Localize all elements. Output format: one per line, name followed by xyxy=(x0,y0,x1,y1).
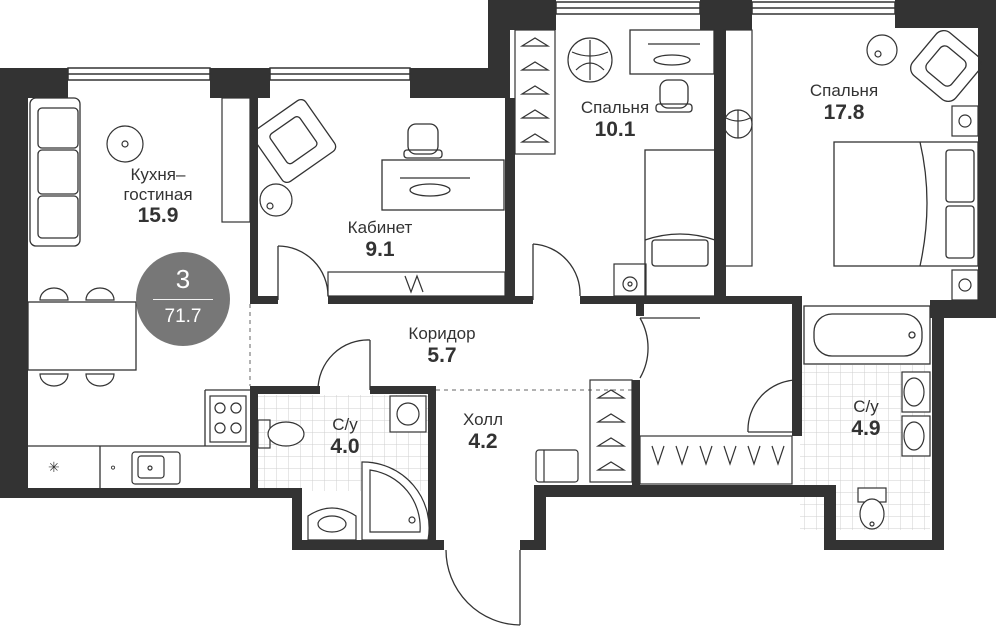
lamp-icon xyxy=(259,183,293,217)
sink-icon xyxy=(307,507,357,541)
bench-icon xyxy=(535,449,579,483)
office-chair-icon xyxy=(655,79,693,113)
desk-icon xyxy=(381,159,505,211)
bathtub-icon xyxy=(803,305,931,365)
drop-icon: ⚬ xyxy=(108,461,118,475)
room-name: Кабинет xyxy=(347,218,413,237)
sink-icon xyxy=(389,395,427,433)
nightstand xyxy=(951,105,979,301)
bed-icon xyxy=(833,141,979,267)
zone-dashes xyxy=(249,304,632,391)
closet-hangers xyxy=(514,29,556,155)
room-area: 5.7 xyxy=(427,343,457,367)
fridge-icon: ✳ xyxy=(48,460,60,476)
door-swings xyxy=(277,243,797,626)
apartment-summary-badge: 3 71.7 xyxy=(136,252,230,346)
room-bathroom-left-label: С/у 4.0 xyxy=(305,415,385,459)
kitchen-counter xyxy=(28,389,250,488)
room-name: Спальня xyxy=(580,98,650,117)
armchair-icon xyxy=(251,98,337,184)
room-hall-label: Холл 4.2 xyxy=(443,410,523,454)
room-bedroom-large-label: Спальня 17.8 xyxy=(794,81,894,125)
sofa-icon xyxy=(29,97,81,247)
plant-icon xyxy=(723,109,753,139)
room-area: 4.9 xyxy=(851,416,881,440)
closet-hangers xyxy=(589,379,633,483)
lamp-icon xyxy=(106,125,144,163)
room-count: 3 xyxy=(175,264,191,294)
room-bedroom-small-label: Спальня 10.1 xyxy=(565,98,665,142)
desk-icon xyxy=(629,29,715,75)
armchair-icon xyxy=(909,29,983,103)
room-area: 10.1 xyxy=(594,117,636,141)
room-area: 17.8 xyxy=(823,100,865,124)
interior-walls xyxy=(250,28,802,542)
room-area: 15.9 xyxy=(137,204,179,228)
hanger-rail xyxy=(639,435,793,485)
sink-icon xyxy=(131,451,181,485)
room-name: Коридор xyxy=(408,324,476,343)
lamp-icon xyxy=(866,34,898,66)
room-name: Кухня– xyxy=(130,165,186,184)
dining-chair-icon xyxy=(39,287,115,387)
dining-table-icon xyxy=(27,301,137,371)
washing-machine-icon xyxy=(613,263,647,297)
closet-shelf xyxy=(723,29,753,267)
plant-icon xyxy=(567,37,613,83)
exterior-walls xyxy=(0,0,996,550)
room-name: гостиная xyxy=(123,184,193,204)
room-area: 4.0 xyxy=(330,434,360,458)
badge-divider xyxy=(153,299,213,300)
room-name: С/у xyxy=(332,415,358,434)
sink-icon xyxy=(901,371,931,457)
toilet-icon xyxy=(257,419,305,449)
windows xyxy=(67,1,896,81)
room-corridor-label: Коридор 5.7 xyxy=(392,324,492,368)
total-area: 71.7 xyxy=(164,306,202,327)
room-bathroom-right-label: С/у 4.9 xyxy=(826,397,906,441)
room-kitchen-label: Кухня– гостиная 15.9 xyxy=(108,165,208,228)
toilet-icon xyxy=(857,487,887,530)
room-name: Спальня xyxy=(809,81,879,100)
room-office-label: Кабинет 9.1 xyxy=(330,218,430,262)
room-name: С/у xyxy=(853,397,879,416)
room-area: 4.2 xyxy=(468,429,498,453)
wardrobe-kitchen xyxy=(221,97,251,223)
shower-icon xyxy=(361,461,430,541)
bed-icon xyxy=(644,149,716,297)
office-chair-icon xyxy=(403,123,443,159)
room-area: 9.1 xyxy=(365,237,395,261)
stove-icon xyxy=(209,395,247,443)
room-name: Холл xyxy=(462,410,504,429)
wardrobe-office xyxy=(327,271,506,297)
